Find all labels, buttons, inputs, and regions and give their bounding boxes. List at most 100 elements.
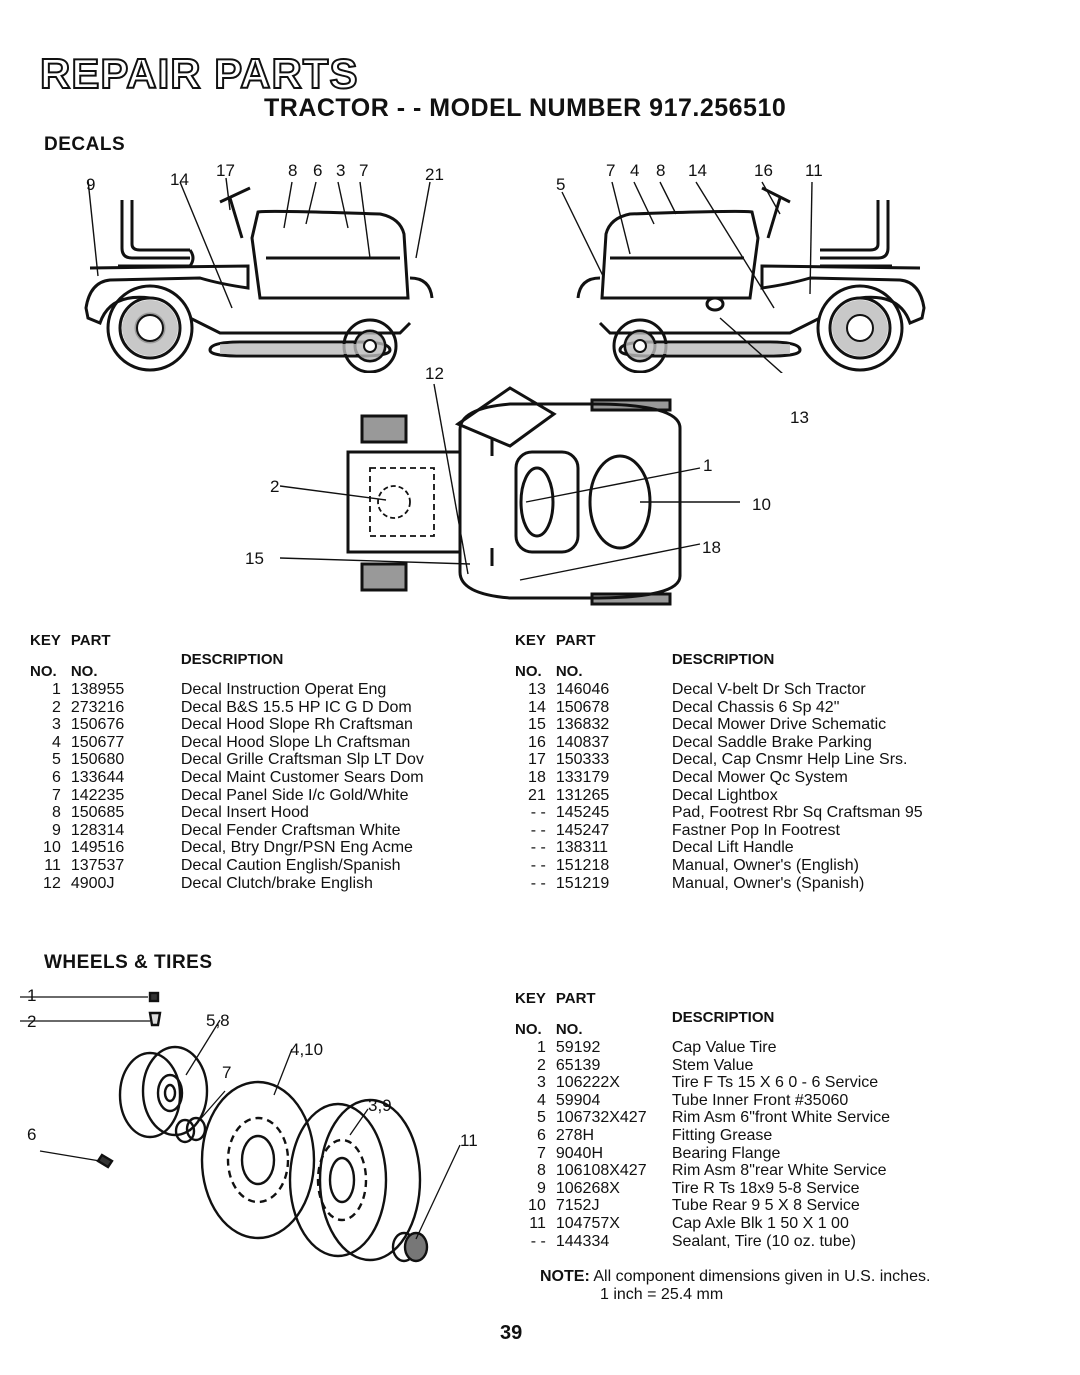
key-number: 9: [51, 821, 61, 839]
callout-12: 12: [425, 364, 444, 383]
part-description: Decal Chassis 6 Sp 42": [671, 698, 840, 716]
part-number: 150677: [70, 733, 125, 751]
page-title: REPAIR PARTS: [39, 49, 359, 98]
part-number: 150676: [70, 716, 125, 734]
key-number: 16: [528, 733, 546, 751]
part-description: Rim Asm 6"front White Service: [671, 1109, 891, 1127]
key-number: 9: [536, 1179, 546, 1197]
callout-6: 6: [313, 161, 323, 180]
header-part-bottom-right: NO.: [555, 663, 583, 680]
key-number: 11: [529, 1214, 546, 1232]
header-key-top-right: KEY: [515, 632, 546, 649]
part-description: Tube Rear 9 5 X 8 Service: [671, 1197, 860, 1215]
part-number: 150685: [70, 804, 125, 822]
part-number: 278H: [555, 1126, 595, 1144]
key-number: 21: [528, 786, 546, 804]
part-description: Decal Hood Slope Rh Craftsman: [180, 716, 413, 734]
part-description: Stem Value: [671, 1056, 754, 1074]
callout-1: 1: [703, 456, 713, 475]
part-description: Sealant, Tire (10 oz. tube): [671, 1232, 856, 1250]
callout-2: 2: [270, 477, 280, 496]
key-number: 14: [528, 698, 546, 716]
callout-wheel-3-9: 3,9: [368, 1096, 392, 1115]
key-number: 1: [536, 1039, 546, 1056]
part-number: 59904: [555, 1091, 601, 1109]
callout-wheel-4-10: 4,10: [290, 1040, 324, 1059]
part-description: Fastner Pop In Footrest: [671, 821, 840, 839]
part-description: Decal Hood Slope Lh Craftsman: [180, 733, 411, 751]
part-description: Decal Maint Customer Sears Dom: [180, 768, 424, 786]
key-number: 3: [536, 1074, 546, 1092]
key-number: - -: [530, 874, 546, 892]
note-line-2: 1 inch = 25.4 mm: [600, 1286, 724, 1303]
part-description: Cap Value Tire: [671, 1039, 777, 1056]
part-description: Fitting Grease: [671, 1126, 773, 1144]
callout-7-right: 7: [606, 161, 616, 180]
key-number: 13: [528, 681, 546, 698]
part-description: Tire F Ts 15 X 6 0 - 6 Service: [671, 1074, 879, 1092]
wheels-header-description: DESCRIPTION: [671, 1009, 775, 1026]
part-description: Decal, Btry Dngr/PSN Eng Acme: [180, 839, 413, 857]
part-number: 106268X: [555, 1179, 620, 1197]
key-number: - -: [530, 1232, 546, 1250]
part-description: Decal Lift Handle: [671, 839, 794, 857]
part-description: Decal Caution English/Spanish: [180, 856, 401, 874]
note-label: NOTE:: [540, 1268, 590, 1285]
part-description: Manual, Owner's (Spanish): [671, 874, 865, 892]
part-number: 128314: [70, 821, 125, 839]
part-description: Decal Mower Drive Schematic: [671, 716, 887, 734]
part-description: Decal Clutch/brake English: [180, 874, 373, 892]
callout-21: 21: [425, 165, 444, 184]
note-line-1: All component dimensions given in U.S. i…: [593, 1268, 931, 1285]
callout-8: 8: [288, 161, 298, 180]
callout-13: 13: [790, 408, 809, 427]
key-number: 5: [536, 1109, 546, 1127]
key-number: 8: [536, 1162, 546, 1180]
parts-row: 5 106732X427 Rim Asm 6"front White Service: [515, 1109, 890, 1127]
callout-16-right: 16: [754, 161, 773, 180]
key-number: - -: [530, 839, 546, 857]
part-description: Decal Instruction Operat Eng: [180, 681, 387, 698]
key-number: 17: [528, 751, 546, 769]
tractor-left-side-diagram: [84, 177, 434, 373]
key-number: 3: [51, 716, 61, 734]
wheels-header-key-top: KEY: [515, 990, 546, 1007]
callout-wheel-11: 11: [460, 1131, 478, 1150]
wheels-tires-diagram: [20, 991, 461, 1263]
header-part-top: PART: [70, 632, 111, 649]
key-number: 7: [51, 786, 61, 804]
callout-14-right: 14: [688, 161, 707, 180]
part-description: Cap Axle Blk 1 50 X 1 00: [671, 1214, 849, 1232]
callout-18: 18: [702, 538, 721, 557]
part-number: 106732X427: [555, 1109, 647, 1127]
part-number: 104757X: [555, 1214, 620, 1232]
header-description-right: DESCRIPTION: [671, 651, 775, 668]
wheels-header-key-bottom: NO.: [515, 1021, 542, 1038]
part-description: Decal Fender Craftsman White: [180, 821, 401, 839]
part-description: Manual, Owner's (English): [671, 856, 859, 874]
part-description: Pad, Footrest Rbr Sq Craftsman 95: [671, 804, 923, 822]
part-number: 59192: [555, 1039, 601, 1056]
key-number: 2: [51, 698, 61, 716]
callout-15: 15: [245, 549, 264, 568]
part-description: Decal Panel Side I/c Gold/White: [180, 786, 409, 804]
part-number: 65139: [555, 1056, 601, 1074]
